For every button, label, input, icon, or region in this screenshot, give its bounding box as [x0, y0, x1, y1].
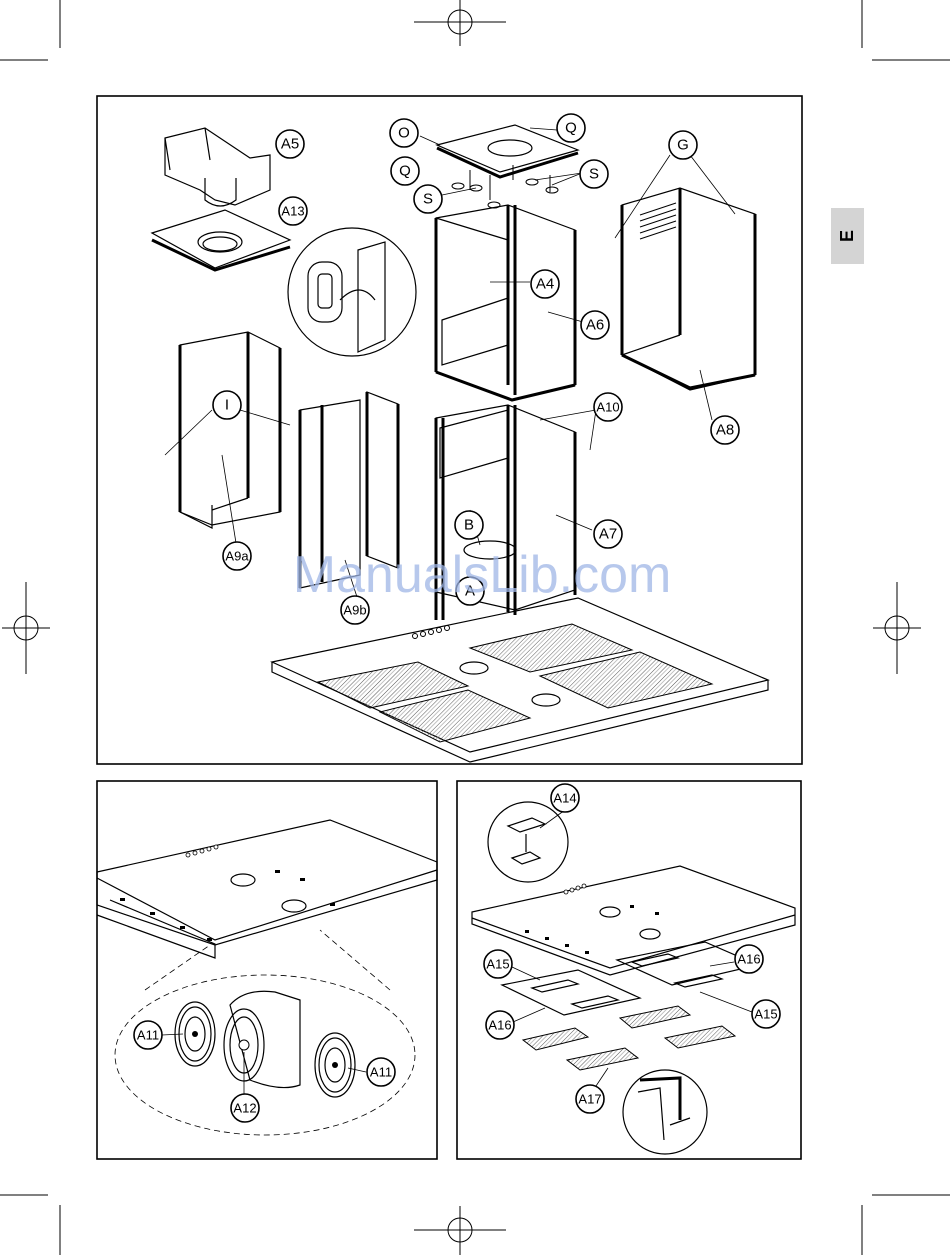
label-a10: A10	[594, 393, 622, 421]
screws-s	[452, 165, 558, 208]
svg-text:Q: Q	[565, 120, 577, 137]
label-s-right: S	[580, 160, 608, 188]
grease-filters-a17	[523, 1006, 735, 1070]
label-o: O	[390, 119, 418, 147]
filter-frames-a15	[502, 942, 758, 1015]
svg-text:A11: A11	[137, 1028, 159, 1043]
svg-text:A15: A15	[486, 957, 509, 972]
svg-text:A8: A8	[716, 422, 734, 439]
svg-text:A5: A5	[281, 136, 299, 153]
label-a16-left: A16	[486, 1011, 514, 1039]
label-a11-right: A11	[367, 1058, 395, 1086]
label-a17: A17	[576, 1085, 604, 1113]
svg-text:A9a: A9a	[225, 549, 249, 564]
label-b: B	[455, 511, 483, 539]
side-panel-a9a	[180, 332, 280, 528]
svg-text:A9b: A9b	[343, 603, 366, 618]
label-s-left: S	[414, 185, 442, 213]
fan-wheel-right	[315, 1033, 355, 1097]
svg-text:A6: A6	[586, 317, 604, 334]
upper-chimney-a6	[436, 205, 575, 400]
fan-detail-panel: A11 A11 A12	[97, 781, 437, 1159]
label-a16-right: A16	[735, 945, 763, 973]
filter-detail-panel: A14 A15 A15 A16 A16 A17	[457, 781, 801, 1159]
watermark-text: ManualsLib.com	[293, 546, 672, 604]
filter-latch-magnifier	[623, 1070, 707, 1154]
label-a15-left: A15	[484, 950, 512, 978]
registration-mark-top	[414, 0, 506, 46]
label-a15-right: A15	[752, 1000, 780, 1028]
svg-text:A14: A14	[553, 791, 576, 806]
label-q-left: Q	[391, 157, 419, 185]
fan-motor-a12	[224, 991, 300, 1087]
fan-zoom-outline	[115, 975, 415, 1135]
svg-text:A15: A15	[754, 1007, 777, 1022]
hood-underside-fan-panel	[97, 820, 437, 958]
label-i: I	[213, 391, 241, 419]
svg-text:I: I	[225, 397, 229, 414]
svg-text:S: S	[589, 166, 599, 183]
label-a8: A8	[711, 416, 739, 444]
registration-mark-bottom	[414, 1206, 506, 1255]
main-exploded-view-panel: A5 A13 O Q Q S S G A4 A6 A8 I A10 A7 B A…	[97, 96, 802, 764]
svg-text:G: G	[677, 137, 689, 154]
svg-text:S: S	[423, 191, 433, 208]
svg-text:A12: A12	[233, 1101, 256, 1116]
label-a6: A6	[581, 311, 609, 339]
svg-text:A16: A16	[488, 1018, 511, 1033]
registration-mark-right	[873, 582, 921, 674]
label-a7: A7	[594, 520, 622, 548]
label-a5: A5	[276, 130, 304, 158]
label-a9a: A9a	[223, 542, 251, 570]
label-a11-left: A11	[134, 1021, 162, 1049]
label-a4: A4	[531, 270, 559, 298]
svg-text:A7: A7	[599, 526, 617, 543]
language-tab: E	[831, 208, 864, 264]
label-a13: A13	[279, 197, 307, 225]
hood-canopy	[272, 598, 768, 762]
language-tab-letter: E	[837, 230, 857, 242]
svg-text:A11: A11	[370, 1065, 392, 1080]
svg-text:Q: Q	[399, 163, 411, 180]
duct-adapter-a5	[165, 128, 270, 206]
label-q-top: Q	[557, 114, 585, 142]
svg-text:A16: A16	[737, 952, 760, 967]
svg-text:A17: A17	[578, 1092, 601, 1107]
svg-text:B: B	[464, 517, 474, 534]
registration-mark-left	[2, 582, 50, 674]
label-a12: A12	[231, 1094, 259, 1122]
svg-text:A4: A4	[536, 276, 554, 293]
svg-text:O: O	[398, 125, 410, 142]
label-g: G	[669, 131, 697, 159]
chimney-cover-a8	[622, 188, 755, 390]
svg-text:A10: A10	[596, 400, 619, 415]
detail-magnifier	[288, 228, 416, 356]
filter-clip-magnifier	[488, 802, 568, 882]
mounting-plate-a13	[152, 210, 290, 270]
label-a14: A14	[551, 784, 579, 812]
ceiling-bracket	[437, 125, 578, 177]
svg-text:A13: A13	[281, 204, 304, 219]
